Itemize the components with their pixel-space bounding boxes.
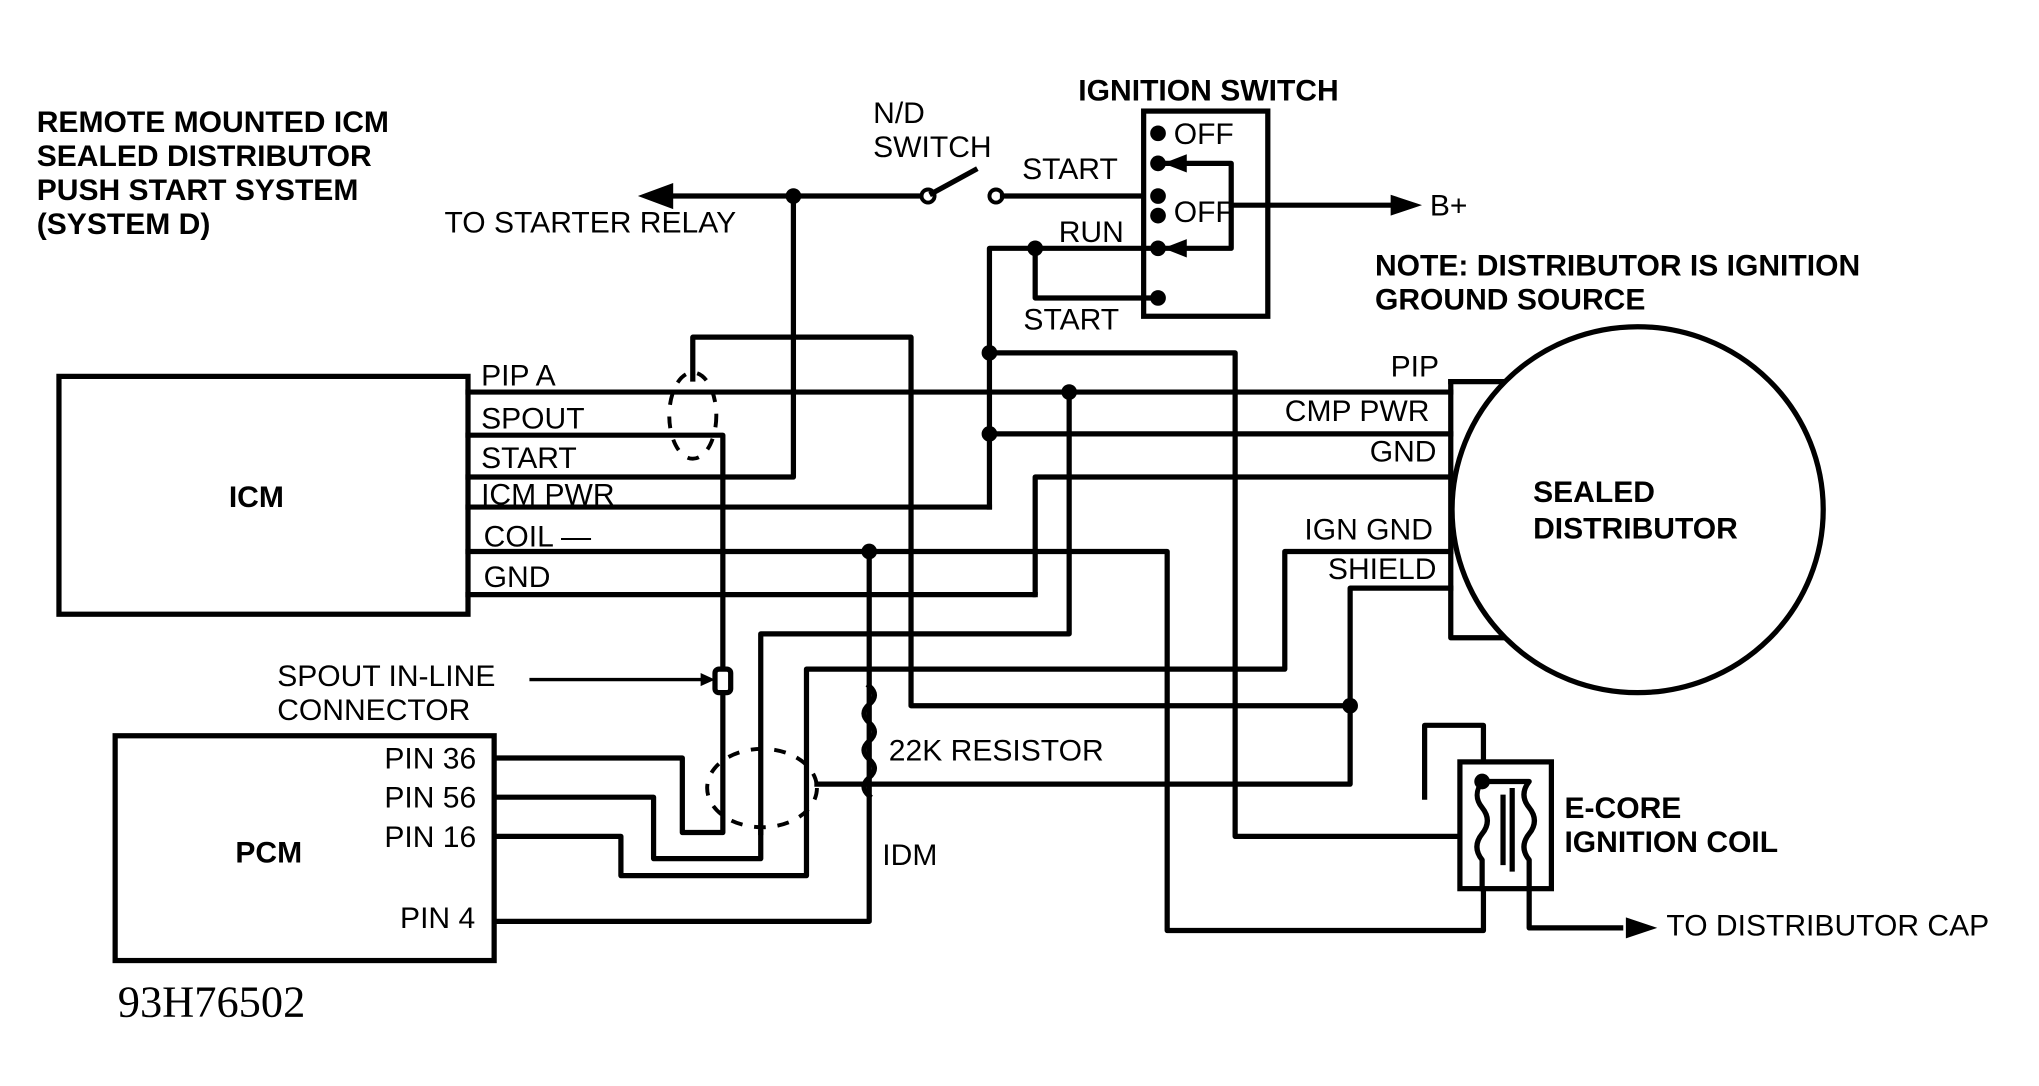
coil-secondary-icon — [1487, 778, 1624, 931]
starter-relay-arrow-icon — [637, 182, 674, 210]
switch-terminal — [1150, 240, 1166, 257]
ignition-coil: TO DISTRIBUTOR CAP E-CORE IGNITION COIL — [1457, 759, 1989, 943]
switch-position-off-1: OFF — [1174, 118, 1234, 151]
coil-primary-icon — [1474, 777, 1490, 892]
nd-switch-label-1: N/D — [873, 97, 925, 130]
distributor-pin-label: PIP — [1391, 350, 1439, 383]
coil-label-1: E-CORE — [1564, 792, 1681, 825]
pcm-pin-label: PIN 56 — [384, 782, 476, 815]
resistor-22k: 22K RESISTOR IDM — [861, 682, 1104, 872]
terminal-label-run: RUN — [1059, 216, 1124, 249]
icm-gnd-wire — [465, 474, 1454, 598]
pip-to-pcm-wire — [758, 389, 1072, 836]
pcm-label: PCM — [235, 837, 302, 870]
icm-module: ICM PIP A SPOUT START ICM PWR COIL — GND — [56, 360, 615, 617]
spout-connector-body — [712, 666, 734, 696]
distributor-pin-label: SHIELD — [1328, 553, 1437, 586]
note: NOTE: DISTRIBUTOR IS IGNITION GROUND SOU… — [1375, 250, 1860, 317]
idm-label: IDM — [882, 839, 937, 872]
wiper-arrow-icon — [1163, 154, 1187, 173]
idm-wire — [491, 548, 872, 924]
spout-connector-label-2: CONNECTOR — [277, 694, 470, 727]
pcm-pin-label: PIN 36 — [384, 742, 476, 775]
spout-connector-label-1: SPOUT IN-LINE — [277, 660, 495, 693]
pcm-box — [112, 733, 497, 964]
switch-terminal — [1150, 207, 1166, 224]
distributor-pin-label: IGN GND — [1304, 514, 1433, 547]
shield-wire — [814, 585, 1454, 787]
switch-position-off-2: OFF — [1174, 196, 1234, 229]
switch-terminal — [1150, 125, 1166, 142]
title-line-1: REMOTE MOUNTED ICM — [37, 106, 389, 139]
pcm-pin-label: PIN 4 — [400, 902, 475, 935]
junction-dot — [1027, 240, 1044, 257]
title-line-2: SEALED DISTRIBUTOR — [37, 140, 372, 173]
coil-core-icon — [1500, 788, 1515, 872]
ignition-switch-title: IGNITION SWITCH — [1078, 75, 1338, 108]
sealed-distributor: SEALED DISTRIBUTOR PIP CMP PWR GND IGN G… — [1285, 324, 1826, 696]
icm-label: ICM — [229, 481, 284, 514]
terminal-label-start-bottom: START — [1023, 303, 1119, 336]
distributor-pin-label: GND — [1370, 435, 1437, 468]
resistor-label: 22K RESISTOR — [889, 735, 1104, 768]
spout-inline-connector: SPOUT IN-LINE CONNECTOR — [277, 660, 734, 727]
spout-wire — [465, 432, 726, 836]
shield-marker — [705, 746, 819, 830]
coil-label-2: IGNITION COIL — [1564, 826, 1778, 859]
distributor-body — [1449, 324, 1826, 696]
shield-marker — [667, 370, 719, 461]
icm-wiring — [465, 193, 1487, 934]
icm-pin-label: GND — [484, 561, 551, 594]
nd-switch-label-2: SWITCH — [873, 131, 992, 164]
dist-terminal-block — [1448, 378, 1506, 641]
to-distributor-cap-label: TO DISTRIBUTOR CAP — [1666, 910, 1989, 943]
wiper-arrow-icon — [1163, 239, 1187, 258]
pcm-pin56-wire — [491, 794, 764, 862]
start-jumper-wire — [1032, 245, 1153, 301]
nd-switch-blade — [928, 166, 979, 197]
title-line-3: PUSH START SYSTEM — [37, 174, 359, 207]
distributor-cap-arrow-icon — [1625, 917, 1658, 939]
figure-code: 93H76502 — [118, 977, 306, 1027]
icm-pin-label: PIP A — [481, 360, 556, 393]
junction-dot — [981, 426, 998, 442]
switch-terminal — [1150, 290, 1166, 306]
terminal-label-start-top: START — [1022, 153, 1118, 186]
junction-dot — [1342, 697, 1358, 714]
run-wire — [986, 245, 1153, 510]
b-plus-arrow-icon — [1390, 194, 1423, 216]
icm-pin-label: SPOUT — [481, 403, 585, 436]
leader-arrow-icon — [700, 673, 716, 687]
start-wire — [465, 193, 797, 480]
icm-box — [56, 373, 471, 617]
distributor-label-1: SEALED — [1533, 476, 1655, 509]
switch-terminal — [1150, 188, 1166, 204]
resistor-symbol-icon — [861, 682, 878, 800]
pcm-module: PCM PIN 36 PIN 56 PIN 16 PIN 4 — [112, 733, 497, 964]
distributor-pin-label: CMP PWR — [1285, 395, 1430, 428]
to-starter-relay-label: TO STARTER RELAY — [444, 207, 736, 240]
ign-gnd-wire — [491, 548, 1454, 879]
icm-pin-label: START — [481, 442, 577, 475]
title-block: REMOTE MOUNTED ICM SEALED DISTRIBUTOR PU… — [37, 106, 389, 241]
pcm-pin-label: PIN 16 — [384, 821, 476, 854]
coil-feed-wire — [1422, 722, 1487, 800]
title-line-4: (SYSTEM D) — [37, 208, 211, 241]
b-plus-label: B+ — [1430, 190, 1468, 223]
ignition-switch: IGNITION SWITCH OFF OFF B+ START RUN STA… — [986, 75, 1468, 510]
distributor-label-2: DISTRIBUTOR — [1533, 512, 1738, 545]
note-line-2: GROUND SOURCE — [1375, 284, 1645, 317]
junction-dot — [981, 345, 998, 361]
switch-terminal — [1150, 155, 1166, 172]
note-line-1: NOTE: DISTRIBUTOR IS IGNITION — [1375, 250, 1860, 283]
icm-pin-label: COIL — — [484, 520, 592, 553]
coil-neg-wire — [465, 548, 1487, 934]
pip-tap-wire — [690, 334, 1353, 709]
